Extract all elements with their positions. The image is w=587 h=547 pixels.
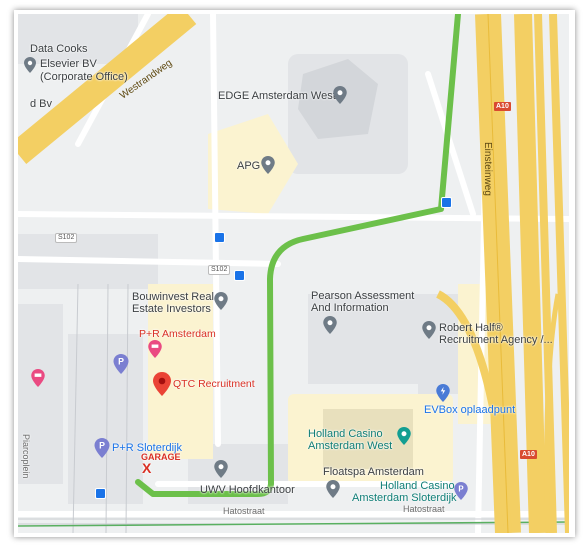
- s102-shield-a: S102: [55, 233, 78, 243]
- map-pin-icon[interactable]: [323, 316, 337, 334]
- road-label-einsteinweg: Einsteinweg: [482, 142, 493, 196]
- hotel-icon[interactable]: [148, 340, 162, 358]
- a10-shield-bottom: A10: [520, 450, 537, 459]
- place-label-uwv[interactable]: UWV Hoofdkantoor: [200, 484, 295, 496]
- place-label-qtc[interactable]: QTC Recruitment: [173, 378, 255, 390]
- place-label-edge[interactable]: EDGE Amsterdam West: [218, 90, 336, 102]
- red-destination-pin[interactable]: [153, 372, 171, 396]
- bus-stop-icon[interactable]: [234, 270, 245, 281]
- casino-icon[interactable]: [397, 427, 411, 445]
- place-label-apg[interactable]: APG: [237, 160, 261, 172]
- svg-text:P: P: [458, 485, 463, 494]
- map-pin-icon[interactable]: [333, 86, 347, 104]
- place-label-bouwinvest-2: Estate Investors: [132, 303, 211, 315]
- map-pin-icon[interactable]: [422, 321, 436, 339]
- a10-shield-top: A10: [494, 102, 511, 111]
- parking-icon[interactable]: P: [454, 482, 468, 500]
- road-label-hatostraat: Hatostraat: [223, 506, 265, 516]
- bus-stop-icon[interactable]: [95, 488, 106, 499]
- bus-stop-icon[interactable]: [441, 197, 452, 208]
- parking-icon[interactable]: P: [94, 438, 110, 458]
- map-pin-icon[interactable]: [214, 292, 228, 310]
- place-label-d-bv[interactable]: d Bv: [30, 98, 53, 110]
- map-pin-icon[interactable]: [214, 460, 228, 478]
- hotel-icon[interactable]: [31, 369, 45, 387]
- place-label-evbox[interactable]: EVBox oplaadpunt: [424, 404, 516, 416]
- place-label-holland-casino-west[interactable]: Holland Casino: [308, 428, 383, 440]
- map-base-layer: [18, 14, 569, 533]
- place-label-pearson[interactable]: Pearson Assessment: [311, 290, 415, 302]
- ev-charger-icon[interactable]: [436, 384, 450, 402]
- garage-annotation: GARAGE: [141, 452, 181, 462]
- svg-text:P: P: [118, 357, 124, 367]
- place-label-floatspa[interactable]: Floatspa Amsterdam: [323, 466, 424, 478]
- map-pin-icon[interactable]: [24, 57, 36, 73]
- place-label-robert-half-2: Recruitment Agency /...: [439, 334, 553, 346]
- place-label-elsevier-sub: (Corporate Office): [40, 71, 128, 83]
- map-pin-icon[interactable]: [326, 480, 340, 498]
- place-label-data-cooks[interactable]: Data Cooks: [30, 43, 88, 55]
- place-label-holland-casino-sloterdijk-2: Amsterdam Sloterdijk: [352, 492, 457, 504]
- place-label-bouwinvest[interactable]: Bouwinvest Real: [132, 291, 214, 303]
- walking-route-line: [135, 14, 461, 497]
- parking-icon[interactable]: P: [113, 354, 129, 374]
- place-label-pearson-2: And Information: [311, 302, 389, 314]
- garage-x-mark: X: [142, 460, 152, 476]
- place-label-pr-amsterdam[interactable]: P+R Amsterdam: [139, 328, 216, 340]
- s102-shield-b: S102: [208, 265, 231, 275]
- place-label-pr-sloterdijk[interactable]: P+R Sloterdijk: [112, 442, 183, 454]
- place-label-elsevier[interactable]: Elsevier BV: [40, 58, 97, 70]
- road-label-hatostraat: Hatostraat: [403, 504, 445, 514]
- map-view[interactable]: A10 A10 S102 S102 Westrandweg Einsteinwe…: [18, 14, 569, 533]
- place-label-holland-casino-sloterdijk[interactable]: Holland Casino: [380, 480, 455, 492]
- svg-text:P: P: [99, 441, 105, 451]
- place-label-robert-half[interactable]: Robert Half®: [439, 322, 503, 334]
- place-label-holland-casino-west-2: Amsterdam West: [308, 440, 393, 452]
- map-pin-icon[interactable]: [261, 156, 275, 174]
- road-label-piarcoplein: Piarcoplein: [21, 434, 31, 479]
- bus-stop-icon[interactable]: [214, 232, 225, 243]
